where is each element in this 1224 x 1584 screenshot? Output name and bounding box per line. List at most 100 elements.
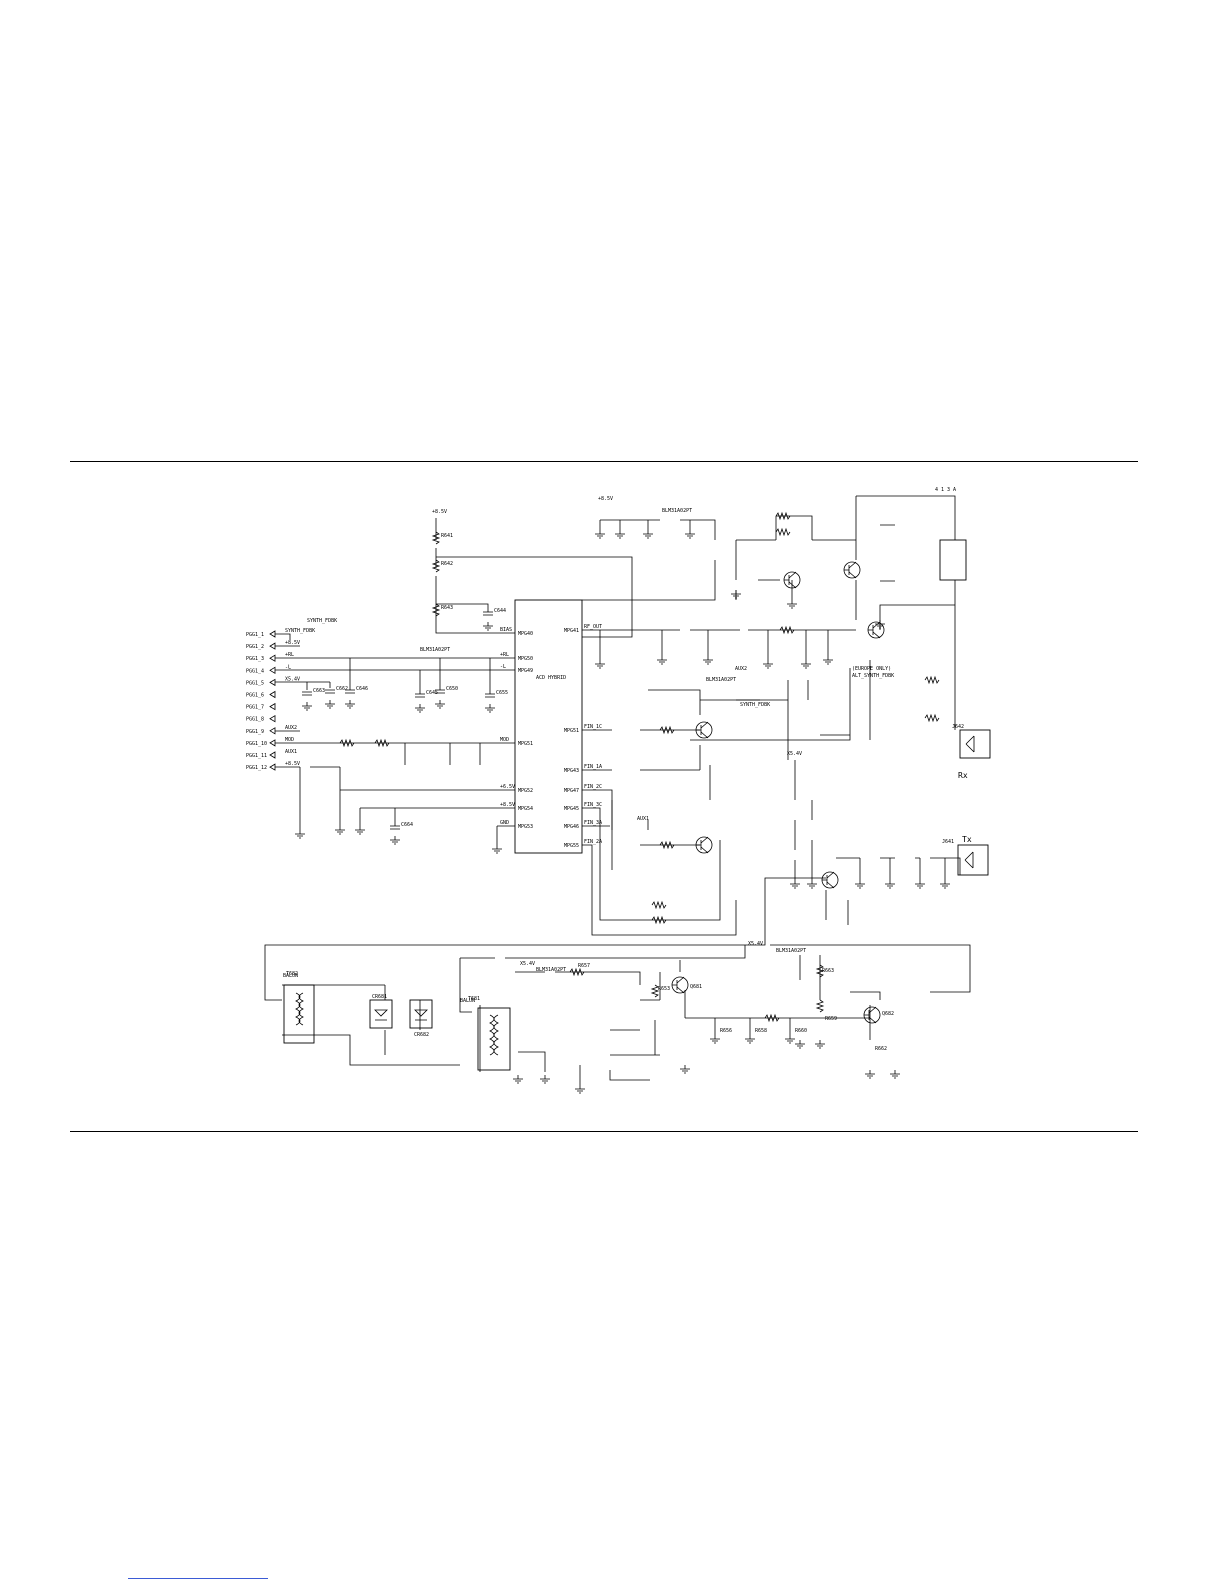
resistor-ref: R657 [578, 963, 590, 969]
capacitor-symbol [325, 689, 335, 694]
ground-symbol [657, 656, 667, 665]
resistor-symbol [431, 559, 441, 573]
transistor-ref: Q681 [690, 984, 702, 990]
hybrid-title: ACD HYBRID [536, 675, 566, 681]
aux1-label: AUX1 [637, 816, 649, 822]
part-ref: T682 [286, 971, 298, 977]
connector-net-label: MOD [285, 737, 294, 743]
resistor-symbol [815, 964, 825, 978]
connector-pin-arrow [269, 727, 276, 735]
hybrid-right-pin-number: MPG51 [564, 728, 579, 734]
resistor-symbol [569, 967, 585, 977]
balun-t681: BALUN [460, 998, 511, 1071]
connector-pin-label: PGG1_2 [246, 644, 264, 650]
blm-label-2: BLM31A02PT [662, 508, 692, 514]
resistor-symbol [651, 915, 667, 925]
capacitor-symbol [483, 611, 493, 616]
hybrid-right-pin-number: MPG43 [564, 768, 579, 774]
capacitor-ref: C645 [426, 690, 438, 696]
connector-net-label: -L [285, 664, 291, 670]
ground-symbol [415, 704, 425, 713]
ground-symbol [483, 622, 493, 631]
bottom-section [282, 944, 971, 1085]
connector-net-label: AUX1 [285, 749, 297, 755]
hybrid-left-pin-net: MOD [500, 737, 509, 743]
supply-54-label-2: X5.4V [520, 961, 535, 967]
ground-symbol [435, 700, 445, 709]
connector-net-label: +8.5V [285, 761, 300, 767]
footer-link[interactable] [128, 1578, 268, 1579]
hybrid-left-pin-number: MPG40 [518, 631, 533, 637]
resistor-symbol [339, 738, 355, 748]
transistor-q678 [783, 571, 801, 589]
part-ref: T681 [468, 996, 480, 1002]
ground-symbol [485, 704, 495, 713]
ground-symbol [790, 880, 800, 889]
resistor-symbol [775, 527, 791, 537]
resistor-ref: R658 [755, 1028, 767, 1034]
ground-symbol [335, 826, 345, 835]
connector-pin-arrow [269, 714, 276, 723]
hybrid-right-pin-net: FIN_2A [584, 839, 602, 845]
connector-pin-arrow [269, 690, 276, 699]
resistor-ref: R642 [441, 561, 453, 567]
capacitor-symbol [345, 689, 355, 694]
transistor-ref: Q682 [882, 1011, 894, 1017]
ground-symbol [823, 656, 833, 665]
ground-symbol [915, 880, 925, 889]
resistor-symbol [659, 840, 675, 850]
hybrid-left-pin-number: MPG52 [518, 788, 533, 794]
wiring-top [275, 495, 956, 936]
connector-net-label: SYNTH_FDBK [285, 628, 315, 634]
supply-54-label-3: X5.4V [748, 941, 763, 947]
connector-pin-label: PGG1_11 [246, 753, 267, 759]
top-rule [70, 461, 1138, 462]
ground-symbol [355, 826, 365, 835]
ground-symbol [492, 845, 502, 854]
ground-symbol [865, 1070, 875, 1079]
capacitor-ref: C655 [496, 690, 508, 696]
connector-pin-arrow [269, 739, 276, 747]
transistor-q642 [695, 721, 713, 739]
resistor-symbol [924, 713, 940, 723]
resistor-symbol [650, 984, 660, 998]
resistor-symbol [651, 900, 667, 910]
resistor-symbol [764, 1013, 780, 1023]
hybrid-right-pin-net: FIN_1C [584, 724, 602, 730]
connector-net-label: +RL [285, 652, 294, 658]
connector-net-label: +8.5V [285, 640, 300, 646]
connector-pin-label: PGG1_8 [246, 717, 264, 723]
hybrid-right-pin-number: MPG47 [564, 788, 579, 794]
capacitor-symbol [485, 693, 495, 698]
resistor-ref: R643 [441, 605, 453, 611]
ground-symbol [513, 1075, 523, 1084]
capacitor-symbol [302, 691, 312, 696]
connector-pin-label: PGG1_7 [246, 705, 264, 711]
transistor-q682 [863, 1006, 881, 1024]
rx-label: Rx [958, 771, 968, 780]
balun-t682: BALUN [283, 973, 315, 1044]
capacitor-ref: C662 [336, 686, 348, 692]
transistor-q683 [821, 871, 839, 889]
ground-symbol [295, 830, 305, 839]
capacitor-ref: C650 [446, 686, 458, 692]
hybrid-left-pin-net: BIAS [500, 627, 512, 633]
ground-symbol [685, 530, 695, 539]
supply-54-label: X5.4V [787, 751, 802, 757]
hybrid-left-pin-number: MPG54 [518, 806, 533, 812]
ground-symbol [885, 880, 895, 889]
tx-jack: Tx J641 [942, 835, 989, 876]
connector-pin-label: PGG1_10 [246, 741, 267, 747]
hybrid-right-pin-net: FIN_1A [584, 764, 602, 770]
connector-pin-arrow [269, 654, 276, 662]
capacitor-symbol [415, 693, 425, 698]
transistor-q643 [695, 836, 713, 854]
ground-symbol [785, 1035, 795, 1044]
aux2-label: AUX2 [735, 666, 747, 672]
hybrid-left-pin-net: +8.5V [500, 802, 515, 808]
connector-pin-arrow [269, 642, 276, 650]
hybrid-left-pin-number: MPG53 [518, 824, 533, 830]
tx-label: Tx [962, 835, 972, 844]
connector-pin-arrow [269, 751, 276, 759]
